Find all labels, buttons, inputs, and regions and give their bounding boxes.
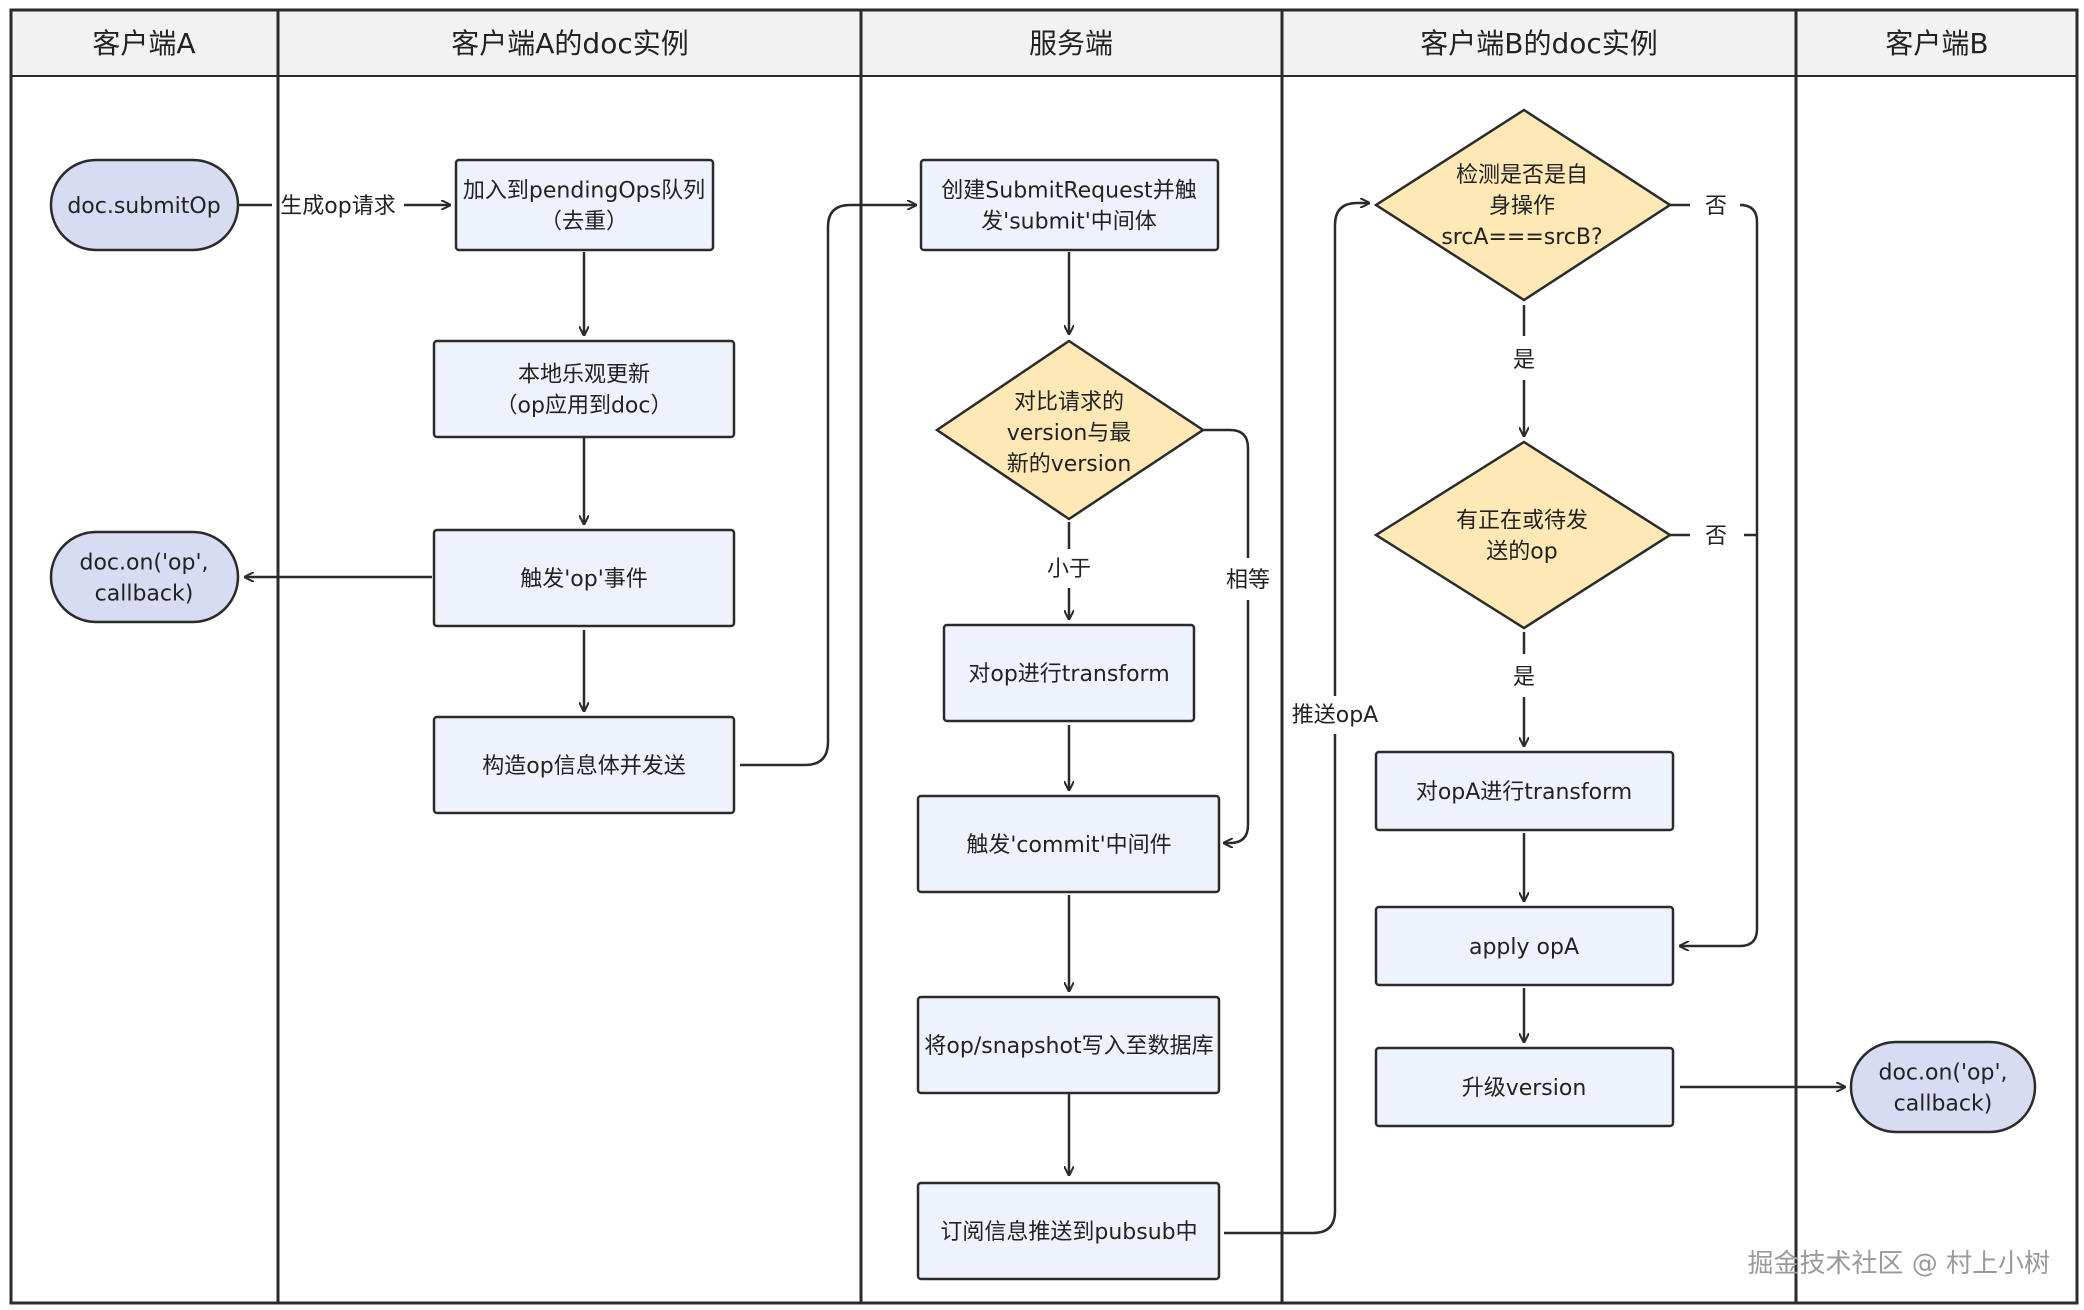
node-upgrade-version xyxy=(1374,1046,1675,1128)
node-trigger-commit xyxy=(916,794,1221,894)
node-label-line: 本地乐观更新 xyxy=(518,363,650,388)
node-label-line: 检测是否是自 xyxy=(1456,163,1588,188)
edge-publish-to-push-label xyxy=(1224,734,1337,1235)
node-check-self xyxy=(1373,108,1673,302)
swimlanes: 客户端A 客户端A的doc实例 服务端 客户端B的doc实例 客户端B xyxy=(9,8,2079,1305)
node-label-line: 构造op信息体并发送 xyxy=(482,754,685,779)
node-transform-opa xyxy=(1374,750,1675,832)
lane-frame xyxy=(9,8,2079,1305)
node-label-line: 创建SubmitRequest并触 xyxy=(941,179,1196,204)
node-label-line: 订阅信息推送到pubsub中 xyxy=(940,1220,1197,1245)
edge-compare-to-equal-label xyxy=(1203,428,1250,558)
edge-label-equal: 相等 xyxy=(1226,568,1270,593)
node-submit-op xyxy=(49,158,240,252)
node-label-build-send: 构造op信息体并发送 xyxy=(482,754,685,779)
node-label-line: 有正在或待发 xyxy=(1456,509,1588,534)
node-label-line: 升级version xyxy=(1462,1076,1587,1101)
node-label-local-update: 本地乐观更新 （op应用到doc） xyxy=(496,363,673,419)
edge-label-generate-request: 生成op请求 xyxy=(280,194,395,219)
node-label-on-op-a: doc.on('op', callback) xyxy=(79,551,208,607)
edge-equal-label-to-commit xyxy=(1224,600,1250,843)
nodes xyxy=(49,108,2037,1281)
edge-label-no-1: 否 xyxy=(1705,194,1727,219)
node-label-publish: 订阅信息推送到pubsub中 xyxy=(940,1220,1197,1245)
edges xyxy=(238,203,1845,1235)
lane-title-client-a: 客户端A xyxy=(92,27,195,60)
node-compare-version xyxy=(934,339,1206,521)
edge-label-push-opa: 推送opA xyxy=(1292,703,1378,728)
edge-no-label-to-apply xyxy=(1680,203,1759,946)
node-label-line: srcA===srcB? xyxy=(1441,225,1602,250)
node-label-line: 对比请求的 xyxy=(1014,390,1124,415)
node-label-trigger-op: 触发'op'事件 xyxy=(520,567,648,592)
node-label-line: 将op/snapshot写入至数据库 xyxy=(924,1034,1213,1059)
node-label-line: callback) xyxy=(1894,1092,1993,1117)
node-label-line: doc.submitOp xyxy=(67,194,220,219)
node-label-line: 身操作 xyxy=(1489,194,1555,219)
node-label-line: 触发'op'事件 xyxy=(520,567,648,592)
node-on-op-a xyxy=(49,530,240,624)
lane-title-server: 服务端 xyxy=(1029,27,1113,60)
node-label-line: 送的op xyxy=(1486,540,1557,565)
node-label-check-pending: 有正在或待发送的op xyxy=(1456,509,1588,565)
edge-label-yes-2: 是 xyxy=(1513,665,1535,690)
node-on-op-b xyxy=(1849,1040,2037,1134)
node-check-pending xyxy=(1373,440,1673,630)
node-local-update xyxy=(432,339,736,439)
node-label-line: doc.on('op', xyxy=(1878,1061,2007,1086)
node-trigger-op xyxy=(432,528,736,628)
node-publish xyxy=(916,1181,1221,1281)
edge-push-label-to-check-self xyxy=(1333,203,1369,696)
node-label-line: doc.on('op', xyxy=(79,551,208,576)
node-label-line: 触发'commit'中间件 xyxy=(966,833,1171,858)
node-label-line: 对op进行transform xyxy=(968,662,1169,687)
node-label-line: apply opA xyxy=(1469,935,1579,960)
node-label-submit-op: doc.submitOp xyxy=(67,194,220,219)
node-apply-opa xyxy=(1374,905,1675,987)
lane-title-client-a-doc: 客户端A的doc实例 xyxy=(451,27,688,60)
node-label-line: 对opA进行transform xyxy=(1416,780,1632,805)
node-label-transform-opa: 对opA进行transform xyxy=(1416,780,1632,805)
lane-title-client-b-doc: 客户端B的doc实例 xyxy=(1420,27,1658,60)
node-build-send xyxy=(432,715,736,815)
node-label-line: version与最 xyxy=(1007,421,1132,446)
edge-build-to-request xyxy=(740,205,916,767)
edge-label-less-than: 小于 xyxy=(1047,557,1091,582)
node-write-db xyxy=(916,995,1221,1095)
edge-label-yes-1: 是 xyxy=(1513,348,1535,373)
node-label-line: （op应用到doc） xyxy=(496,394,673,419)
node-label-write-db: 将op/snapshot写入至数据库 xyxy=(924,1034,1213,1059)
node-create-request xyxy=(919,158,1220,252)
node-add-pending xyxy=(454,158,715,252)
node-label-transform-op: 对op进行transform xyxy=(968,662,1169,687)
node-label-line: 加入到pendingOps队列 xyxy=(463,179,705,204)
edge-labels: 生成op请求 小于 相等 推送opA 否 是 否 是 xyxy=(280,194,1727,728)
node-label-check-self: 检测是否是自身操作 srcA===srcB? xyxy=(1441,163,1602,250)
node-transform-op xyxy=(942,623,1196,723)
node-label-line: callback) xyxy=(95,582,194,607)
node-labels: doc.submitOp doc.on('op', callback) 加入到pe… xyxy=(67,163,2007,1245)
lane-title-client-b: 客户端B xyxy=(1885,27,1988,60)
node-label-on-op-b: doc.on('op', callback) xyxy=(1878,1061,2007,1117)
node-label-trigger-commit: 触发'commit'中间件 xyxy=(966,833,1171,858)
node-label-create-request: 创建SubmitRequest并触发'submit'中间体 xyxy=(941,179,1196,235)
node-label-line: 发'submit'中间体 xyxy=(981,210,1157,235)
node-label-line: （去重） xyxy=(540,210,628,235)
node-label-add-pending: 加入到pendingOps队列 （去重） xyxy=(463,179,705,235)
edge-label-no-2: 否 xyxy=(1705,524,1727,549)
watermark: 掘金技术社区 @ 村上小树 xyxy=(1747,1249,2050,1279)
lane-header-band xyxy=(11,10,2077,76)
node-label-upgrade-version: 升级version xyxy=(1462,1076,1587,1101)
node-label-apply-opa: apply opA xyxy=(1469,935,1579,960)
node-label-line: 新的version xyxy=(1007,452,1132,477)
node-label-compare-version: 对比请求的 version与最新的version xyxy=(1007,390,1132,477)
